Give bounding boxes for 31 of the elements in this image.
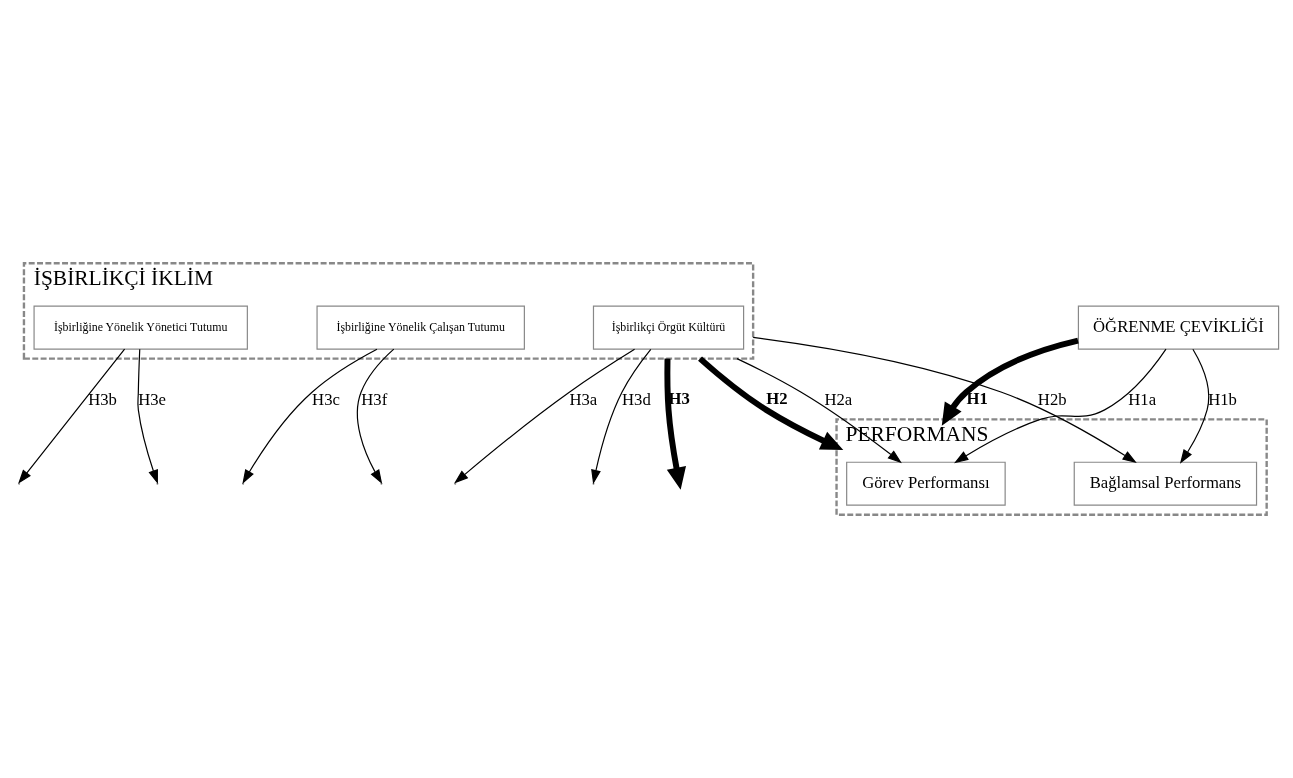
node-box: Görev Performansı	[846, 461, 1006, 506]
edge-label: H3f	[361, 390, 388, 410]
edge-label: H3e	[138, 390, 166, 410]
node-box: İşbirliğine Yönelik Yönetici Tutumu	[33, 305, 248, 350]
arrow	[18, 348, 126, 484]
arrow	[137, 348, 158, 485]
arrow	[454, 348, 636, 484]
edge-label: H1b	[1208, 390, 1237, 410]
edge-label: H1	[966, 389, 988, 409]
arrow	[356, 348, 395, 484]
edge-label: H3c	[312, 390, 340, 410]
node-box: İşbirlikçi Örgüt Kültürü	[592, 305, 745, 350]
node-box: Bağlamsal Performans	[1073, 461, 1258, 506]
edge-label: H2b	[1037, 390, 1067, 410]
arrow	[698, 356, 844, 450]
arrow	[954, 348, 1167, 464]
edge-label: H3b	[88, 390, 117, 410]
edge-label: H2	[766, 389, 788, 409]
arrow	[752, 336, 1137, 464]
edge-label: H1a	[1128, 390, 1157, 410]
edge-label: H3d	[622, 390, 651, 410]
arrow	[1179, 348, 1210, 464]
arrow	[242, 348, 378, 484]
arrow	[664, 358, 686, 490]
arrow	[591, 348, 652, 485]
edge-label: H3a	[569, 390, 598, 410]
arrow	[941, 337, 1079, 426]
edge-label: H2a	[824, 390, 853, 410]
node-box: ÖĞRENME ÇEVİKLİĞİ	[1077, 305, 1280, 350]
node-box: İşbirliğine Yönelik Çalışan Tutumu	[316, 305, 525, 350]
arrow	[736, 358, 902, 464]
